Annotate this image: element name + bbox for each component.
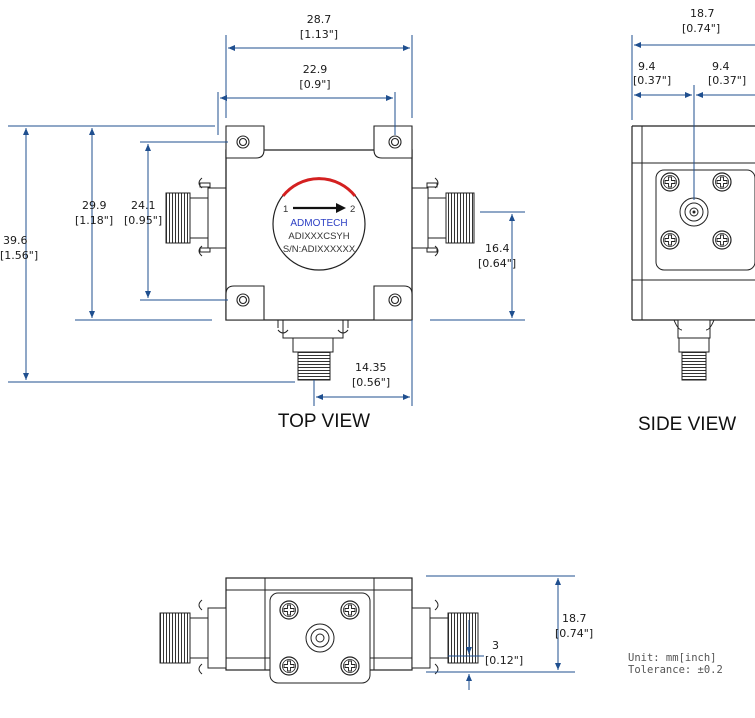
port-1-label: 1 xyxy=(283,204,288,215)
left-sma-connector xyxy=(165,177,227,257)
dim-width-outer: 28.7 xyxy=(307,13,332,26)
port-2-label: 2 xyxy=(350,204,355,215)
brand-label: ADMOTECH xyxy=(290,218,347,229)
screw-icon xyxy=(279,656,299,676)
top-view-title: TOP VIEW xyxy=(278,411,370,432)
dim-height-total: 39.6 xyxy=(3,234,28,247)
model-label: ADIXXXCSYH xyxy=(288,231,349,242)
dim-height-holes: 24.1 xyxy=(131,199,156,212)
front-view: 18.7 [0.74"] 3 [0.12"] xyxy=(159,575,593,690)
direction-arrow-icon xyxy=(336,203,346,213)
dim-width-holes-inch: [0.9"] xyxy=(299,78,330,91)
side-dim-half-right: 9.4 xyxy=(712,60,730,73)
top-view-dimension-lines xyxy=(8,35,525,406)
dim-width-outer-inch: [1.13"] xyxy=(300,28,338,41)
front-dim-offset: 3 xyxy=(492,639,499,652)
tolerance-note: Tolerance: ±0.2 xyxy=(628,664,723,676)
mounting-holes xyxy=(236,135,402,307)
dim-height-body-inch: [1.18"] xyxy=(75,214,113,227)
side-dim-half-right-inch: [0.37"] xyxy=(708,74,746,87)
front-dim-height-inch: [0.74"] xyxy=(555,627,593,640)
dim-port-offset-inch: [0.64"] xyxy=(478,257,516,270)
top-view: 1 2 ADMOTECH ADIXXXCSYH S/N:ADIXXXXXX xyxy=(0,13,525,432)
screw-icon xyxy=(712,230,732,250)
screw-icon xyxy=(660,230,680,250)
unit-note: Unit: mm[inch] xyxy=(628,652,717,664)
dim-height-holes-inch: [0.95"] xyxy=(124,214,162,227)
side-view: 18.7 [0.74"] 9.4 [0.37"] 9.4 [0.37"] SID… xyxy=(631,7,755,435)
dim-height-total-inch: [1.56"] xyxy=(0,249,38,262)
right-sma-connector xyxy=(409,177,475,257)
side-dim-width: 18.7 xyxy=(690,7,715,20)
front-dim-offset-inch: [0.12"] xyxy=(485,654,523,667)
dim-height-body: 29.9 xyxy=(82,199,107,212)
screw-icon xyxy=(340,600,360,620)
side-dim-width-inch: [0.74"] xyxy=(682,22,720,35)
dim-port-offset: 16.4 xyxy=(485,242,510,255)
drawing-notes: Unit: mm[inch] Tolerance: ±0.2 xyxy=(628,652,723,676)
label-arc xyxy=(281,177,357,197)
side-dim-half-left: 9.4 xyxy=(638,60,656,73)
product-label: 1 2 ADMOTECH ADIXXXCSYH S/N:ADIXXXXXX xyxy=(272,177,366,271)
screw-icon xyxy=(712,172,732,192)
bottom-sma-connector xyxy=(277,318,349,381)
front-dim-height: 18.7 xyxy=(562,612,587,625)
serial-label: S/N:ADIXXXXXX xyxy=(283,244,356,255)
dim-width-holes: 22.9 xyxy=(303,63,328,76)
dim-connector-offset-inch: [0.56"] xyxy=(352,376,390,389)
screw-icon xyxy=(340,656,360,676)
side-dim-half-left-inch: [0.37"] xyxy=(633,74,671,87)
screw-icon xyxy=(660,172,680,192)
dim-connector-offset: 14.35 xyxy=(355,361,387,374)
side-view-title: SIDE VIEW xyxy=(638,414,736,435)
screw-icon xyxy=(279,600,299,620)
